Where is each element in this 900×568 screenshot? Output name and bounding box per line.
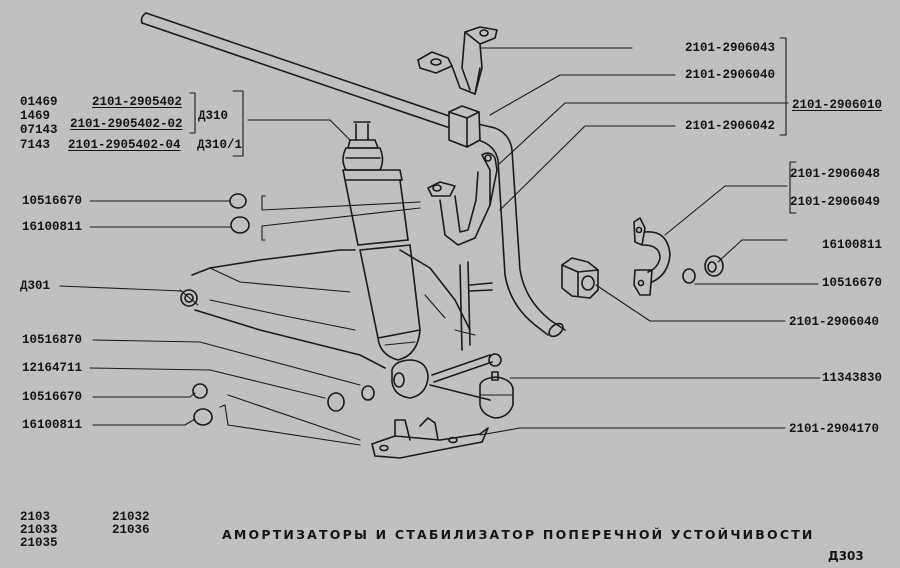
right-nut-washer [682, 255, 724, 284]
small-hardware-center [327, 385, 375, 412]
label-nut-right[interactable]: 16100811 [822, 238, 883, 252]
models-col1: 2103 21033 21035 [20, 511, 58, 550]
model-21032: 21032 [112, 510, 150, 524]
lower-cushion-part [561, 257, 599, 299]
shock-code-1469: 1469 [20, 109, 51, 123]
left-hardware [192, 193, 250, 426]
upper-bracket [417, 26, 498, 95]
shock-code-01469: 01469 [20, 95, 58, 109]
label-cushion-lower[interactable]: 2101-2906040 [789, 315, 880, 329]
stabilizer-bar [140, 12, 566, 338]
model-21035: 21035 [20, 536, 58, 550]
label-washer-top[interactable]: 10516670 [22, 194, 83, 208]
shock-lower-eye [391, 359, 429, 399]
label-clamp-b[interactable]: 2101-2906049 [790, 195, 881, 209]
ball-joint [431, 353, 514, 419]
label-stabilizer-assembly[interactable]: 2101-2906010 [792, 98, 883, 112]
group-brackets [189, 37, 797, 241]
model-21036: 21036 [112, 523, 150, 537]
diagram-title: АМОРТИЗАТОРЫ И СТАБИЛИЗАТОР ПОПЕРЕЧНОЙ У… [222, 527, 815, 542]
lower-control-arm [179, 249, 491, 401]
model-21033: 21033 [20, 523, 58, 537]
arm-stud [454, 261, 493, 351]
label-clamp-a[interactable]: 2101-2906048 [790, 167, 881, 181]
label-cushion-upper[interactable]: 2101-2906040 [685, 68, 776, 82]
model-2103: 2103 [20, 510, 51, 524]
label-arm-ref-d301[interactable]: Д301 [20, 279, 51, 293]
clamp-upper [427, 152, 498, 246]
label-nut-top[interactable]: 16100811 [22, 220, 83, 234]
leader-lines [59, 47, 821, 446]
label-bolt[interactable]: 12164711 [22, 361, 83, 375]
label-bolt-right[interactable]: 11343830 [822, 371, 883, 385]
shock-absorber [342, 121, 421, 361]
bar-cushion [448, 105, 481, 148]
shock-code-7143: 7143 [20, 138, 51, 152]
group-ref-d310-1[interactable]: Д310/1 [197, 138, 243, 152]
label-bushing[interactable]: 10516870 [22, 333, 83, 347]
shock-code-07143: 07143 [20, 123, 58, 137]
models-col2: 21032 21036 [112, 511, 150, 537]
shock-part-2905402-04[interactable]: 2101-2905402-04 [68, 138, 181, 152]
label-washer-right[interactable]: 10516670 [822, 276, 883, 290]
lower-bracket [371, 417, 489, 459]
label-bracket-lower[interactable]: 2101-2904170 [789, 422, 880, 436]
page-code: Д303 [828, 549, 864, 563]
label-nut-bottom[interactable]: 16100811 [22, 418, 83, 432]
clamp-right [633, 217, 671, 296]
shock-part-2905402[interactable]: 2101-2905402 [92, 95, 183, 109]
label-clamp-upper[interactable]: 2101-2906042 [685, 119, 776, 133]
label-washer-bottom[interactable]: 10516670 [22, 390, 83, 404]
label-bracket-upper[interactable]: 2101-2906043 [685, 41, 776, 55]
group-ref-d310[interactable]: Д310 [198, 109, 229, 123]
shock-part-2905402-02[interactable]: 2101-2905402-02 [70, 117, 183, 131]
